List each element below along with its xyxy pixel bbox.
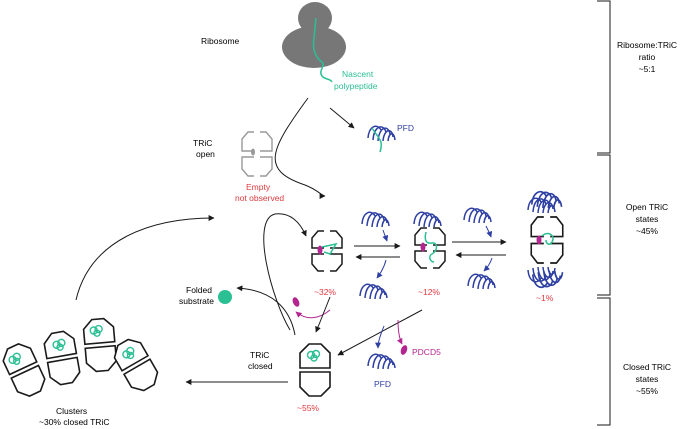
arrow-open-to-closed	[315, 296, 331, 333]
arrow-closed-to-open-loop	[263, 213, 307, 331]
side-ratio-line2: ratio	[639, 52, 656, 62]
empty-label-line2: not observed	[235, 193, 284, 203]
arrow-closed-to-folded	[236, 285, 296, 336]
pct-1-label: ~1%	[536, 293, 554, 303]
tric-open-state-1	[527, 190, 564, 289]
side-ratio-line3: ~5:1	[639, 64, 656, 74]
pfd-binding-1	[361, 211, 390, 242]
pfd-bottom-label: PFD	[374, 379, 391, 389]
clusters-label-line2: ~30% closed TRiC	[39, 417, 109, 427]
arrow-open3-to-closed	[337, 309, 423, 356]
side-bracket	[597, 0, 611, 426]
tric-open-label-line1: TRiC	[193, 138, 212, 148]
arrow-pdcd5-release	[295, 309, 331, 319]
clusters-label-line1: Clusters	[56, 406, 87, 416]
pdcd5-label: PDCD5	[412, 347, 441, 357]
pfd-with-chain	[367, 125, 396, 153]
ribosome-label: Ribosome	[201, 36, 240, 46]
folded-substrate	[218, 290, 232, 304]
folded-label-line1: Folded	[186, 285, 212, 295]
tric-open-label-line2: open	[196, 149, 215, 159]
side-closed-line3: ~55%	[636, 386, 658, 396]
side-ratio-line1: Ribosome:TRiC	[617, 40, 677, 50]
side-open-line2: states	[636, 214, 659, 224]
pfd-top-label: PFD	[397, 123, 414, 133]
tric-clusters	[0, 316, 163, 401]
arrow-ribosome-to-tric	[274, 97, 326, 199]
side-closed-line1: Closed TRiC	[623, 362, 671, 372]
tric-open-empty	[241, 131, 273, 177]
nascent-label-line2: polypeptide	[334, 81, 378, 91]
pct-32-label: ~32%	[314, 287, 336, 297]
pdcd5-released	[292, 297, 300, 307]
side-open-line3: ~45%	[636, 226, 658, 236]
nascent-label-line1: Nascent	[342, 69, 374, 79]
tric-open-state-32	[311, 230, 343, 272]
folded-label-line2: substrate	[179, 296, 214, 306]
pfd-release-closed	[367, 325, 396, 370]
pdcd5-release-closed	[396, 319, 408, 355]
pct-12-label: ~12%	[418, 287, 440, 297]
arrow-ribosome-to-pfd	[329, 107, 355, 129]
pfd-release-1	[359, 259, 388, 300]
pct-55-label: ~55%	[297, 403, 319, 413]
arrow-clusters-to-open	[75, 215, 215, 301]
side-closed-line2: states	[636, 374, 659, 384]
tric-closed-label-line2: closed	[248, 361, 273, 371]
tric-closed-label-line1: TRiC	[250, 350, 269, 360]
pfd-binding-2	[463, 207, 493, 238]
empty-label-line1: Empty	[246, 182, 271, 192]
tric-closed	[299, 343, 331, 397]
nascent-polypeptide	[312, 17, 333, 83]
pfd-release-2	[467, 257, 496, 290]
side-open-line1: Open TRiC	[626, 202, 668, 212]
tric-open-state-12	[413, 211, 446, 269]
